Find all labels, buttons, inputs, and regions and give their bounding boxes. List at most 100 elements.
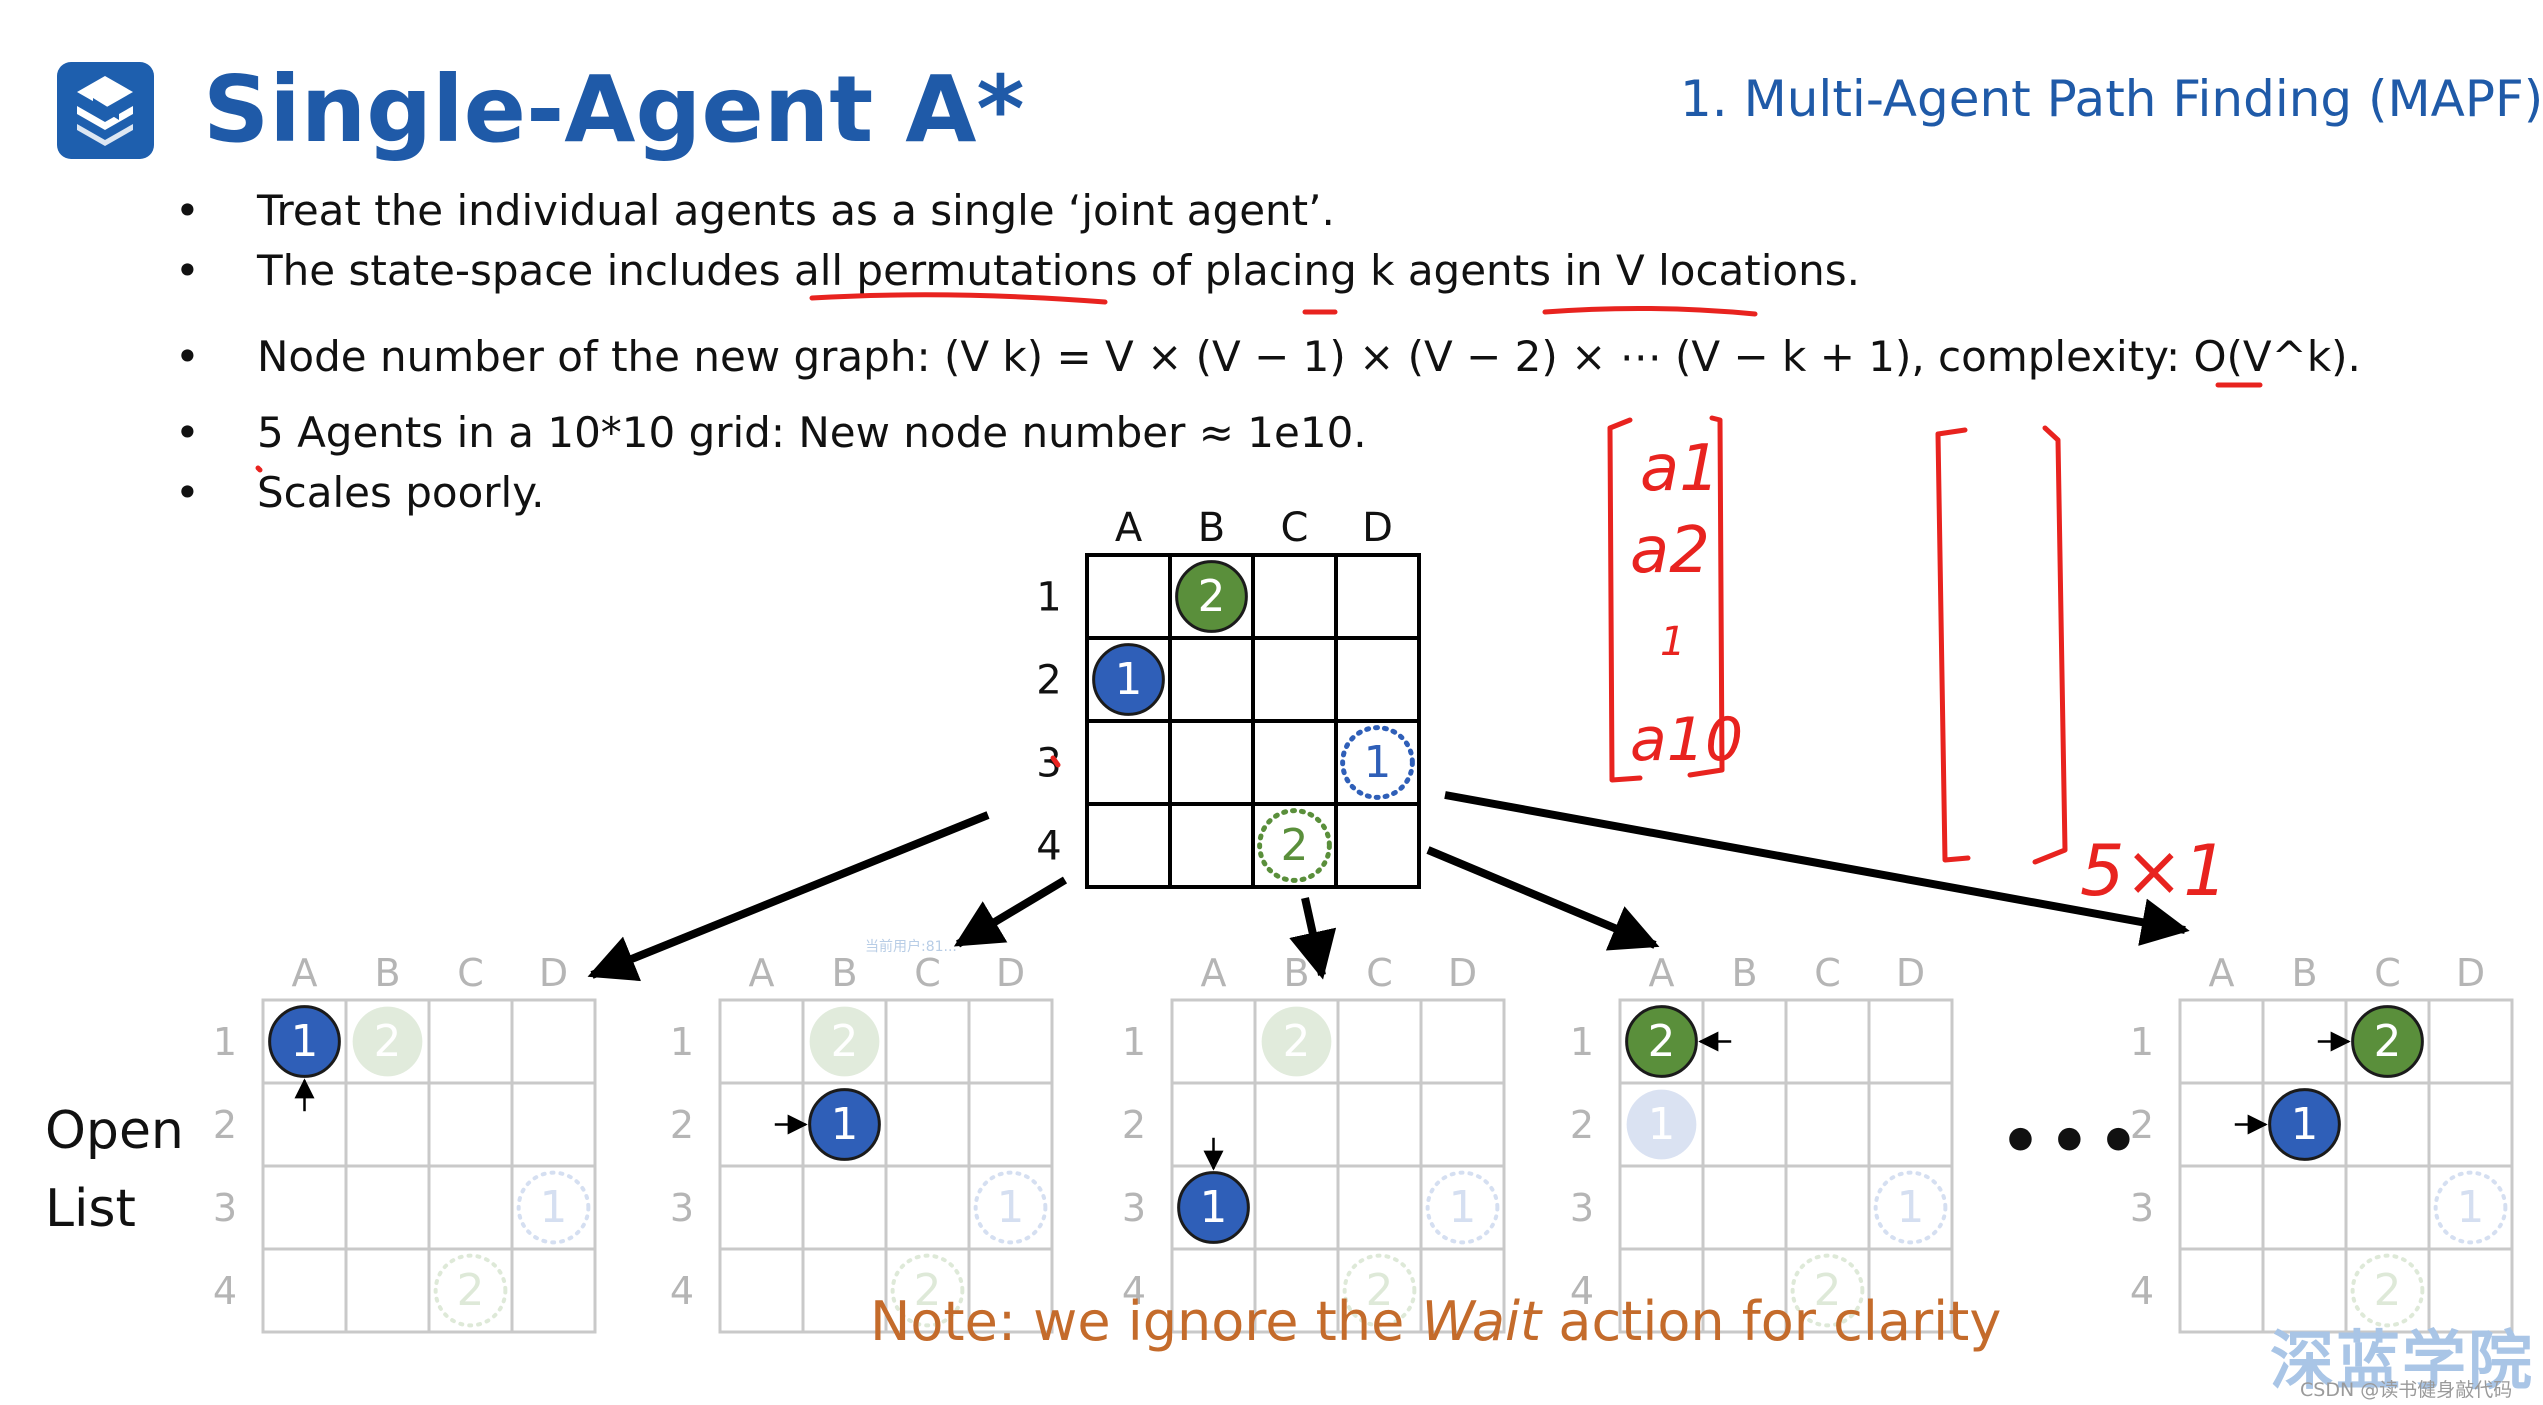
- agent-number: 1: [2457, 1183, 2485, 1233]
- grid-cell: [1334, 802, 1421, 889]
- agent-1-solid: 1: [268, 1005, 341, 1112]
- csdn-watermark: CSDN @读书健身敲代码: [2300, 1379, 2513, 1401]
- note-suffix: action for clarity: [1541, 1290, 2002, 1353]
- column-label: A: [292, 951, 318, 995]
- row-label: 3: [213, 1186, 237, 1230]
- grid-cell: [2178, 1164, 2265, 1251]
- grid-cell: [1867, 1247, 1954, 1334]
- agent-circle: [1092, 643, 1165, 716]
- agent-circle: [1425, 1170, 1500, 1245]
- agent-1-goal: 1: [1340, 725, 1415, 800]
- vector-dimension: 5×1: [2080, 830, 2228, 912]
- grid-cell: [344, 1164, 431, 1251]
- expansion-arrow: [587, 811, 990, 982]
- agent-2-goal: 2: [1257, 808, 1332, 883]
- expansion-arrow: [1444, 791, 2190, 946]
- row-label: 2: [1036, 658, 1061, 704]
- pen-mark: [255, 465, 263, 473]
- agent-2-faded: 2: [352, 1006, 423, 1077]
- grid-cell: [2427, 1081, 2514, 1168]
- agent-circle: [1175, 560, 1248, 633]
- more-states-ellipsis: •••: [2000, 1105, 2147, 1179]
- column-label: C: [1814, 951, 1841, 995]
- row-label: 2: [213, 1103, 237, 1147]
- agent-number: 2: [1814, 1266, 1842, 1316]
- grid-cell: [261, 1164, 348, 1251]
- grid-cell: [510, 1247, 597, 1334]
- agent-circle: [1340, 725, 1415, 800]
- grid-cell: [1168, 719, 1255, 806]
- agent-number: 1: [1115, 655, 1143, 705]
- agent-circle: [1873, 1170, 1948, 1245]
- handwritten-vector: a1 a2 1 a10 5×1: [1630, 432, 2228, 912]
- grid-cell: [2344, 1164, 2431, 1251]
- user-watermark: 当前用户:81...: [865, 939, 957, 955]
- agent-number: 1: [540, 1183, 568, 1233]
- grid-cell: [1867, 998, 1954, 1085]
- agent-number: 2: [2374, 1017, 2402, 1067]
- grid-cell: [1867, 1081, 1954, 1168]
- row-label: 4: [1036, 824, 1061, 870]
- agent-2-faded-goal: 2: [1790, 1253, 1865, 1328]
- agent-1-faded-goal: 1: [516, 1170, 591, 1245]
- underline-v-locations: [1542, 305, 1758, 317]
- bullet-symbol: •: [175, 468, 200, 517]
- grid-cell: [1085, 553, 1172, 640]
- column-label: C: [1281, 505, 1309, 551]
- grid-cell: [1336, 1081, 1423, 1168]
- note-prefix: Note: we ignore the: [870, 1290, 1422, 1353]
- open-list-label-line: List: [45, 1179, 136, 1239]
- row-label: 3: [1122, 1186, 1146, 1230]
- agent-circle: [890, 1253, 965, 1328]
- agent-1-solid: 1: [774, 1088, 881, 1161]
- agent-number: 2: [914, 1266, 942, 1316]
- agent-circle: [808, 1088, 881, 1161]
- clarity-note: Note: we ignore the Wait action for clar…: [870, 1290, 2001, 1353]
- note-emphasis: Wait: [1421, 1290, 1542, 1353]
- row-label: 4: [670, 1269, 694, 1313]
- row-label: 3: [1570, 1186, 1594, 1230]
- section-label: 1. Multi-Agent Path Finding (MAPF): [1680, 70, 2543, 128]
- grid-cell: [261, 1247, 348, 1334]
- grid-cell: [510, 1081, 597, 1168]
- grid-cell: [1701, 1081, 1788, 1168]
- vector-entry: a10: [1630, 705, 1743, 775]
- agent-number: 2: [1283, 1017, 1311, 1067]
- open-list-label: Open List: [45, 1092, 184, 1248]
- grid-cell: [1253, 1164, 1340, 1251]
- grid-cell: [344, 1247, 431, 1334]
- bracket-left-2: [1935, 427, 1971, 863]
- grid-cell: [1336, 998, 1423, 1085]
- agent-circle: [1261, 1006, 1332, 1077]
- column-label: D: [1448, 951, 1477, 995]
- agent-2-faded: 2: [1261, 1006, 1332, 1077]
- logo-icon: [77, 76, 133, 146]
- agent-number: 2: [457, 1266, 485, 1316]
- agent-circle: [433, 1253, 508, 1328]
- grid-cell: [510, 998, 597, 1085]
- agent-circle: [1177, 1171, 1250, 1244]
- column-label: A: [1115, 505, 1143, 551]
- column-label: B: [2291, 951, 2317, 995]
- row-label: 1: [1570, 1020, 1594, 1064]
- vector-entry: a2: [1630, 514, 1710, 588]
- agent-number: 1: [831, 1100, 859, 1150]
- agent-number: 2: [1198, 572, 1226, 622]
- agent-2-solid: 2: [1625, 1005, 1732, 1078]
- grid-cell: [2427, 1247, 2514, 1334]
- agent-number: 1: [1449, 1183, 1477, 1233]
- agent-2-solid: 2: [1175, 560, 1248, 633]
- agent-1-solid: 1: [2234, 1088, 2341, 1161]
- bullet-symbol: •: [175, 246, 200, 295]
- grid-cell: [801, 1164, 888, 1251]
- bullet-symbol: •: [175, 332, 200, 381]
- grid-cell: [1168, 636, 1255, 723]
- row-label: 3: [670, 1186, 694, 1230]
- agent-number: 1: [291, 1017, 319, 1067]
- grid-cell: [427, 1164, 514, 1251]
- bullet-symbol: •: [175, 186, 200, 235]
